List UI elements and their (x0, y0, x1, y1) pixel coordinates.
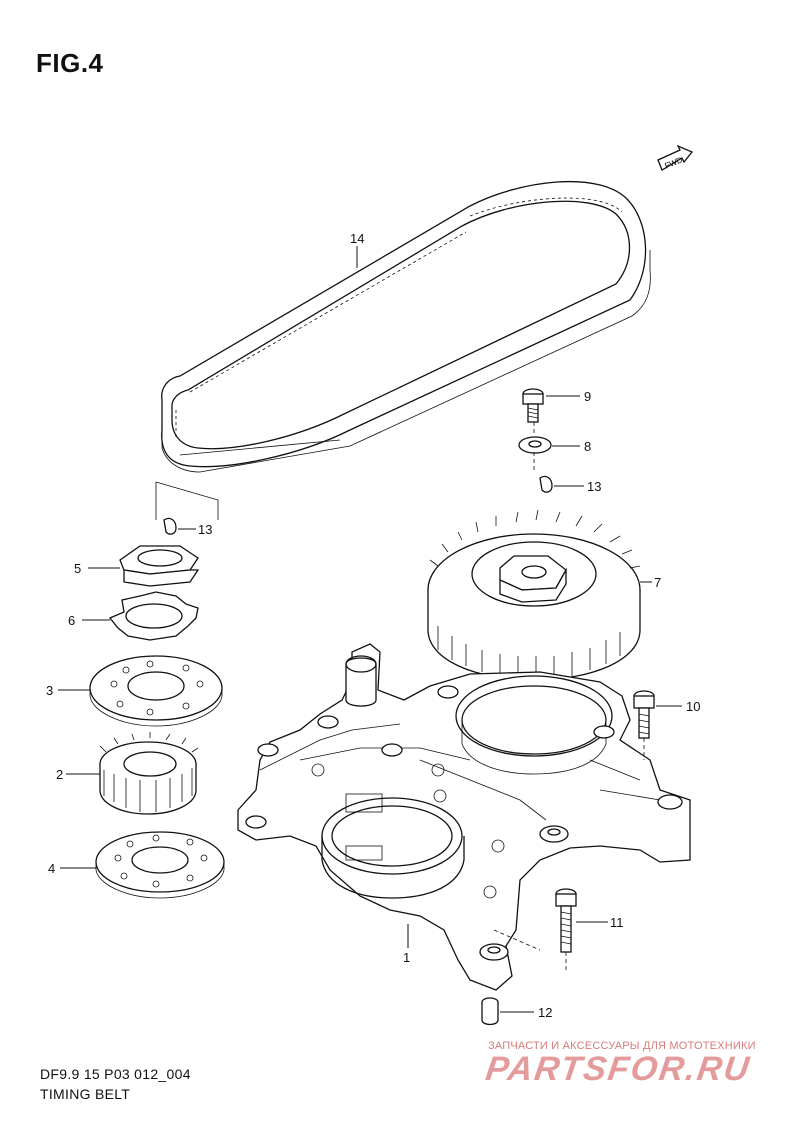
bolt-9 (522, 388, 544, 423)
bolt-11 (555, 888, 577, 953)
watermark-logo: PARTSFOR.RU (483, 1050, 754, 1088)
callout-1: 1 (403, 950, 410, 965)
bolt-10 (633, 690, 655, 739)
camshaft-pulley-7 (427, 509, 641, 681)
callout-13-lower: 13 (198, 522, 212, 537)
callout-11: 11 (610, 915, 624, 930)
guide-plate-3 (89, 655, 223, 727)
callout-6: 6 (68, 613, 75, 628)
callout-2: 2 (56, 767, 63, 782)
callout-14: 14 (350, 231, 364, 246)
callout-9: 9 (584, 389, 591, 404)
housing-bracket-1 (237, 643, 691, 991)
crank-pulley-2 (99, 732, 199, 815)
washer-8 (518, 436, 552, 454)
callout-12: 12 (538, 1005, 552, 1020)
guide-plate-4 (95, 831, 225, 899)
dowel-pin-12 (481, 997, 499, 1026)
callout-5: 5 (74, 561, 81, 576)
callout-3: 3 (46, 683, 53, 698)
callout-8: 8 (584, 439, 591, 454)
diagram-name: TIMING BELT (40, 1086, 131, 1102)
leader-lines (58, 246, 682, 1013)
lock-washer-6 (108, 591, 199, 641)
key-13-right (539, 475, 553, 493)
watermark-tagline: ЗАПЧАСТИ И АКСЕССУАРЫ ДЛЯ МОТОТЕХНИКИ (488, 1040, 756, 1052)
timing-belt (161, 180, 651, 473)
key-13-left (163, 517, 177, 535)
callout-7: 7 (654, 575, 661, 590)
fwd-arrow-icon: FWD (657, 144, 694, 171)
callout-13-upper: 13 (587, 479, 601, 494)
figure-title: FIG.4 (36, 48, 104, 78)
callout-4: 4 (48, 861, 55, 876)
callout-10: 10 (686, 699, 700, 714)
nut-5 (119, 545, 200, 587)
diagram-code: DF9.9 15 P03 012_004 (40, 1066, 191, 1082)
